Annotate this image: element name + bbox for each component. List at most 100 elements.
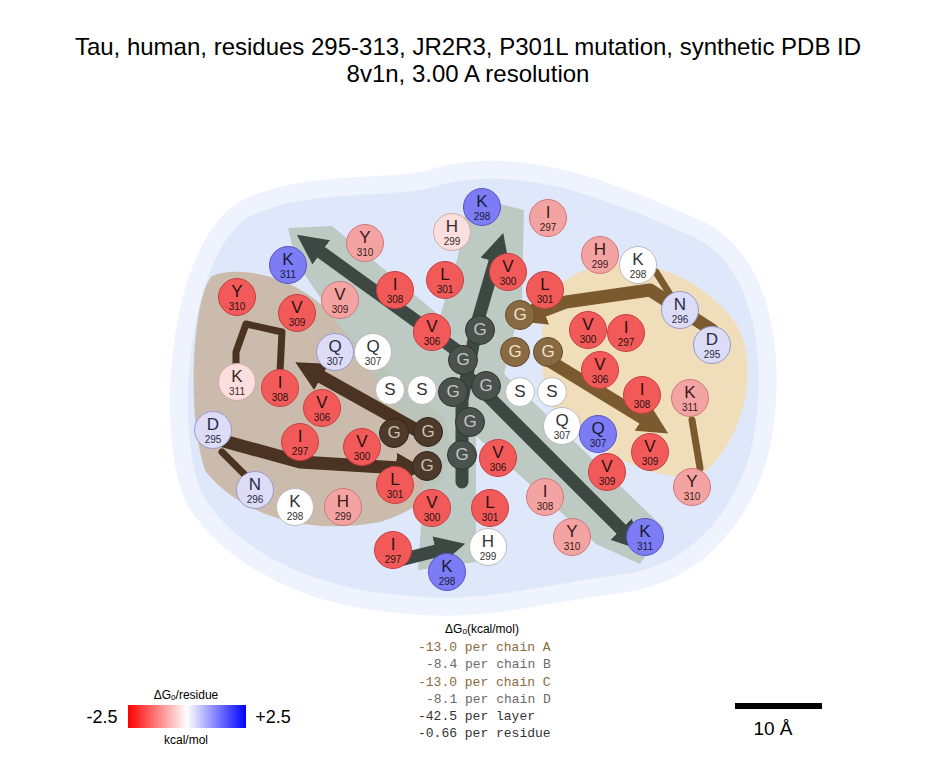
residue-circle: I297 xyxy=(607,314,645,352)
residue-letter: G xyxy=(455,446,468,464)
residue-number: 310 xyxy=(229,301,246,312)
residue-circle: G xyxy=(533,337,563,367)
residue-number: 310 xyxy=(564,541,581,552)
residue-circle: I297 xyxy=(281,423,319,461)
residue-circle: K311 xyxy=(269,246,307,284)
color-scale-bar xyxy=(128,705,246,728)
residue-number: 299 xyxy=(335,511,352,522)
residue-letter: I xyxy=(298,428,303,446)
residue-circle: G xyxy=(447,440,477,470)
energy-value: -42.5 per layer xyxy=(418,709,535,725)
residue-letter: Y xyxy=(359,229,370,247)
residue-letter: V xyxy=(502,258,513,276)
residue-number: 307 xyxy=(590,438,607,449)
residue-letter: I xyxy=(543,483,548,501)
residue-circle: I297 xyxy=(529,199,567,237)
residue-letter: V xyxy=(334,286,345,304)
residue-letter: G xyxy=(463,413,476,431)
residue-number: 307 xyxy=(365,356,382,367)
residue-circle: Q307 xyxy=(316,333,354,371)
residue-number: 308 xyxy=(272,392,289,403)
residue-circle: V300 xyxy=(343,428,381,466)
title: Tau, human, residues 295-313, JR2R3, P30… xyxy=(68,33,868,87)
residue-circle: V300 xyxy=(413,489,451,527)
residue-circle: Y310 xyxy=(553,518,591,556)
residue-number: 311 xyxy=(682,402,698,413)
residue-circle: H299 xyxy=(469,528,507,566)
residue-number: 295 xyxy=(205,434,222,445)
residue-letter: K xyxy=(441,558,452,576)
energy-value: -8.1 per chain D xyxy=(426,692,551,708)
residue-number: 300 xyxy=(354,451,371,462)
residue-circle: V309 xyxy=(278,294,316,332)
residue-letter: K xyxy=(289,493,300,511)
residue-letter: D xyxy=(207,416,219,434)
residue-circle: S xyxy=(505,377,535,407)
residue-circle: V306 xyxy=(479,439,517,477)
residue-circle: G xyxy=(505,300,535,330)
residue-letter: Q xyxy=(328,338,341,356)
residue-circle: N296 xyxy=(661,291,699,329)
residue-letter: G xyxy=(513,306,526,324)
residue-circle: I297 xyxy=(374,531,412,569)
residue-letter: Q xyxy=(366,338,379,356)
residue-circle: V300 xyxy=(569,311,607,349)
residue-number: 311 xyxy=(229,386,245,397)
residue-circle: H299 xyxy=(324,488,362,526)
residue-circle: D295 xyxy=(693,326,731,364)
residue-letter: K xyxy=(639,523,650,541)
residue-letter: G xyxy=(473,321,486,339)
residue-letter: V xyxy=(316,394,327,412)
residue-letter: V xyxy=(291,299,302,317)
residue-number: 307 xyxy=(327,356,344,367)
residue-letter: I xyxy=(546,204,551,222)
legend-title: ΔGₒ/residue xyxy=(154,688,219,703)
residue-number: 308 xyxy=(387,294,404,305)
residue-circle: G xyxy=(448,345,478,375)
residue-letter: G xyxy=(456,351,469,369)
legend-unit: kcal/mol xyxy=(164,733,208,748)
residue-number: 297 xyxy=(385,554,402,565)
residue-circle: L301 xyxy=(426,261,464,299)
residue-number: 298 xyxy=(287,511,304,522)
residue-letter: V xyxy=(644,438,655,456)
residue-circle: G xyxy=(379,418,409,448)
residue-letter: G xyxy=(508,343,521,361)
residue-circle: I308 xyxy=(623,376,661,414)
residue-letter: S xyxy=(514,383,525,401)
residue-letter: V xyxy=(426,494,437,512)
residue-letter: I xyxy=(393,276,398,294)
residue-number: 301 xyxy=(387,489,404,500)
residue-number: 297 xyxy=(618,337,635,348)
residue-circle: H299 xyxy=(433,213,471,251)
residue-letter: V xyxy=(356,433,367,451)
energy-value: -8.4 per chain B xyxy=(426,657,551,673)
residue-circle: K298 xyxy=(276,488,314,526)
energy-value: -13.0 per chain C xyxy=(418,675,551,691)
coil-line xyxy=(692,420,700,468)
residue-circle: G xyxy=(413,417,443,447)
residue-letter: G xyxy=(541,343,554,361)
energy-header: ΔGₒ(kcal/mol) xyxy=(445,622,519,637)
residue-circle: D295 xyxy=(194,411,232,449)
residue-number: 306 xyxy=(592,374,609,385)
residue-letter: K xyxy=(684,384,695,402)
residue-number: 297 xyxy=(292,446,309,457)
solvent-halo xyxy=(179,170,768,607)
residue-number: 298 xyxy=(474,211,491,222)
residue-letter: S xyxy=(416,381,427,399)
residue-number: 299 xyxy=(480,551,497,562)
residue-letter: H xyxy=(446,218,458,236)
residue-number: 300 xyxy=(580,334,597,345)
residue-circle: H299 xyxy=(581,236,619,274)
energy-value: -13.0 per chain A xyxy=(418,640,551,656)
residue-circle: V306 xyxy=(303,389,341,427)
residue-letter: N xyxy=(674,296,686,314)
residue-letter: V xyxy=(594,356,605,374)
residue-circle: V306 xyxy=(581,351,619,389)
residue-number: 301 xyxy=(437,284,454,295)
residue-circle: S xyxy=(537,377,567,407)
residue-circle: K298 xyxy=(428,553,466,591)
residue-number: 310 xyxy=(357,247,374,258)
residue-letter: G xyxy=(479,377,492,395)
